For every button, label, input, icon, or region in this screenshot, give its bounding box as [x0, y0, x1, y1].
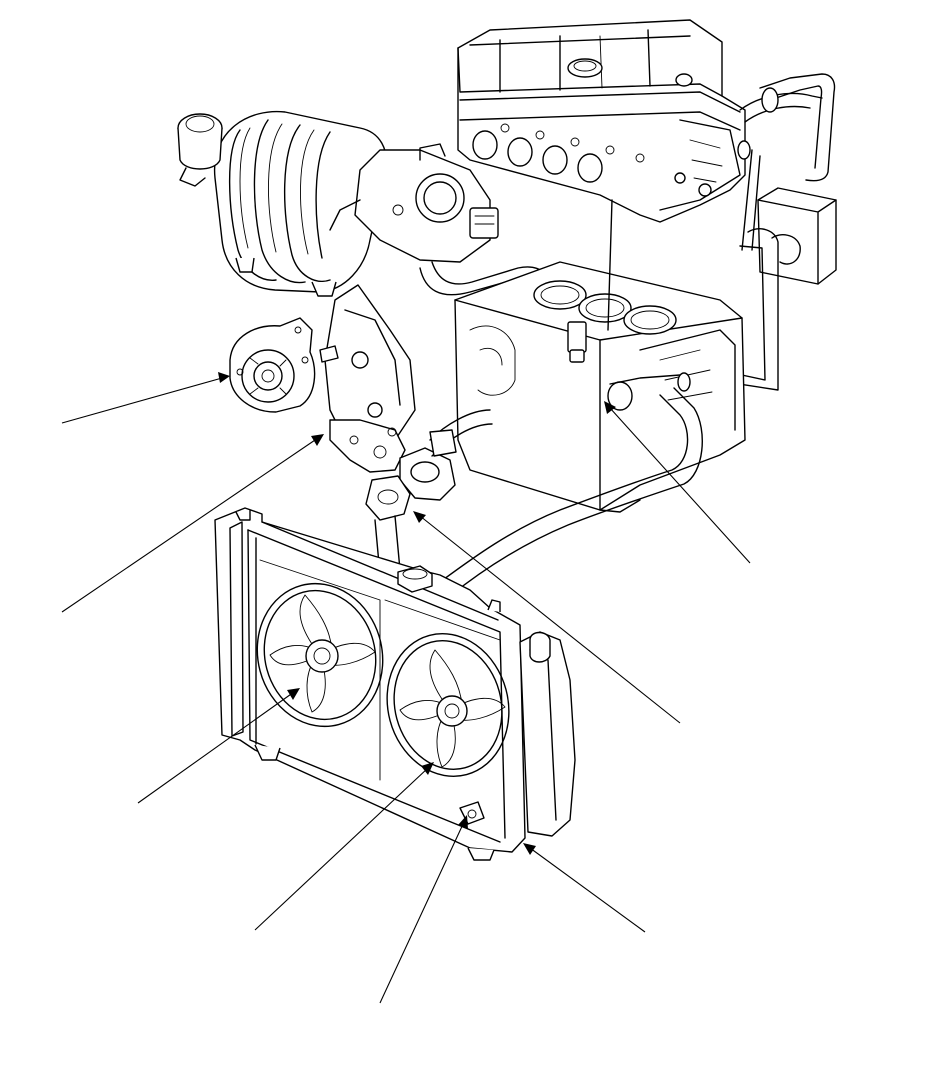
callout-fan-right [254, 762, 434, 931]
timing-cover [319, 284, 416, 473]
engine-block [454, 199, 746, 513]
callout-heater-hose-junction [604, 401, 751, 564]
cylinder-head [457, 19, 746, 223]
left-fan [269, 594, 376, 713]
radiator-assembly [214, 507, 576, 861]
callout-drain-plug [379, 815, 468, 1004]
callout-upper-hose-outlet [413, 511, 681, 724]
callout-thermostat-housing [61, 434, 324, 613]
upper-radiator-hose [439, 372, 703, 597]
callout-radiator-core [523, 843, 646, 933]
intake-manifold [177, 110, 499, 297]
callout-water-pump [61, 372, 230, 424]
callout-leaders [61, 372, 751, 1004]
water-pump [229, 317, 316, 413]
callout-fan-left [137, 688, 300, 804]
right-fan [399, 649, 506, 768]
